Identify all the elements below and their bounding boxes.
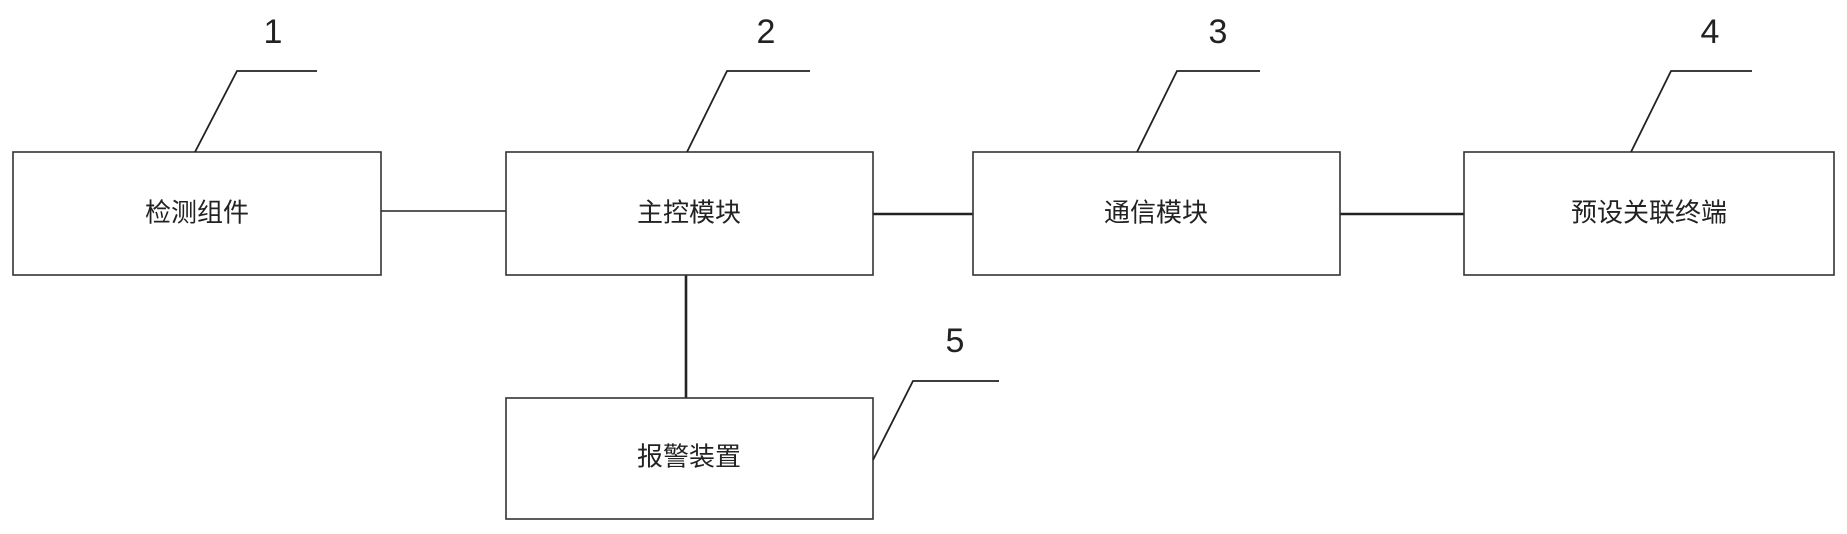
block-terminal: 预设关联终端	[1463, 151, 1835, 276]
leader-line-5	[872, 380, 999, 461]
ref-number-2: 2	[757, 13, 776, 51]
block-label: 报警装置	[637, 443, 741, 473]
block-label: 检测组件	[145, 199, 249, 229]
block-main-control: 主控模块	[505, 151, 874, 276]
block-label: 主控模块	[637, 199, 741, 229]
leader-line-4	[1630, 70, 1752, 153]
block-label: 通信模块	[1104, 199, 1208, 229]
block-alarm: 报警装置	[505, 397, 874, 520]
leader-line-1	[194, 70, 317, 153]
leader-line-2	[686, 70, 810, 153]
ref-number-4: 4	[1701, 13, 1720, 51]
leader-line-3	[1136, 70, 1260, 153]
ref-number-5: 5	[946, 322, 965, 360]
block-communication: 通信模块	[972, 151, 1341, 276]
ref-number-1: 1	[264, 13, 283, 51]
block-detection: 检测组件	[12, 151, 382, 276]
ref-number-3: 3	[1209, 13, 1228, 51]
block-label: 预设关联终端	[1571, 199, 1727, 229]
